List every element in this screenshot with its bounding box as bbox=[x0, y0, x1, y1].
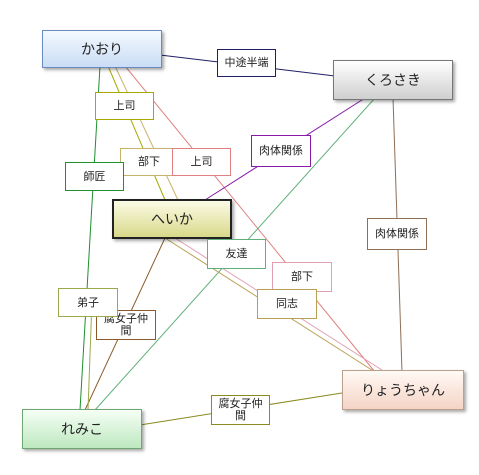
edge-label-comrade: 同志 bbox=[257, 289, 317, 319]
edge-kaori-heika-boss bbox=[107, 65, 166, 201]
edge-kaori-remiko-disciple bbox=[87, 299, 93, 411]
edge-label-master: 師匠 bbox=[65, 162, 124, 191]
edge-label-boss: 上司 bbox=[95, 92, 154, 120]
node-kurosaki[interactable]: くろさき bbox=[333, 60, 453, 100]
node-kaori[interactable]: かおり bbox=[42, 30, 162, 68]
edge-label-halfway: 中途半端 bbox=[217, 49, 276, 77]
edge-label-disciple: 弟子 bbox=[58, 288, 118, 317]
edge-label-physical-relationship: 肉体関係 bbox=[367, 218, 427, 250]
edge-kaori-ryouchan bbox=[124, 65, 376, 373]
node-heika[interactable]: へいか bbox=[112, 199, 232, 239]
edge-label-subordinate: 部下 bbox=[120, 148, 178, 176]
edge-label-subordinate: 部下 bbox=[272, 262, 332, 292]
edge-kaori-remiko-master bbox=[79, 65, 101, 411]
node-label: くろさき bbox=[365, 73, 421, 89]
node-label: りょうちゃん bbox=[361, 383, 445, 399]
edge-label-physical-relationship: 肉体関係 bbox=[251, 135, 311, 167]
node-label: へいか bbox=[151, 212, 193, 228]
node-remiko[interactable]: れみこ bbox=[22, 409, 142, 449]
node-ryouchan[interactable]: りょうちゃん bbox=[342, 370, 464, 410]
edge-label-friend: 友達 bbox=[207, 239, 266, 269]
edge-label-fujoshi-friends: 腐女子仲 間 bbox=[211, 395, 270, 425]
edge-label-boss: 上司 bbox=[172, 148, 231, 176]
node-label: れみこ bbox=[61, 422, 103, 438]
edge-kaori-heika-subordinate bbox=[114, 65, 179, 201]
node-label: かおり bbox=[81, 42, 123, 58]
